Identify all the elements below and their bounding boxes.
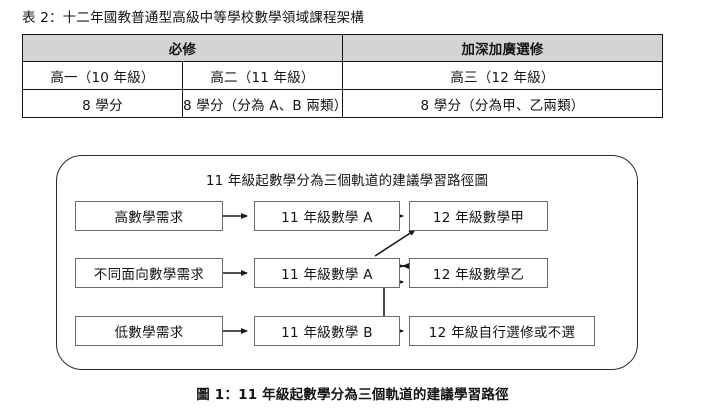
table-header-row: 必修 加深加廣選修 bbox=[22, 34, 663, 62]
table-row: 高一（10 年級） 高二（11 年級） 高三（12 年級） bbox=[22, 61, 663, 90]
table-cell-grade11: 高二（11 年級） bbox=[182, 61, 343, 90]
table-cell-credits-grade10: 8 學分 bbox=[22, 89, 183, 118]
table-header-elective: 加深加廣選修 bbox=[342, 34, 663, 62]
table-header-required: 必修 bbox=[22, 34, 343, 62]
node-grade11-math-b: 11 年級數學 B bbox=[254, 316, 400, 346]
arrow-row2-g11-to-g12-jia bbox=[374, 229, 416, 257]
node-grade12-math-jia: 12 年級數學甲 bbox=[409, 201, 548, 231]
node-grade12-optional: 12 年級自行選修或不選 bbox=[409, 316, 595, 346]
node-grade11-math-a-diverse: 11 年級數學 A bbox=[254, 258, 400, 288]
table-cell-credits-grade11: 8 學分（分為 A、B 兩類） bbox=[182, 89, 347, 118]
table-caption: 表 2：十二年國教普通型高級中等學校數學領域課程架構 bbox=[22, 10, 365, 26]
table-cell-credits-grade12: 8 學分（分為甲、乙兩類） bbox=[342, 89, 663, 118]
learning-path-diagram: 11 年級起數學分為三個軌道的建議學習路徑圖 高數學需求 11 年級數學 A 1… bbox=[56, 155, 638, 370]
table-cell-grade12: 高三（12 年級） bbox=[342, 61, 663, 90]
table-row: 8 學分 8 學分（分為 A、B 兩類） 8 學分（分為甲、乙兩類） bbox=[22, 89, 663, 118]
node-diverse-math-need: 不同面向數學需求 bbox=[75, 258, 223, 288]
table-cell-grade10: 高一（10 年級） bbox=[22, 61, 183, 90]
course-structure-table: 必修 加深加廣選修 高一（10 年級） 高二（11 年級） 高三（12 年級） … bbox=[22, 34, 663, 118]
node-grade12-math-yi: 12 年級數學乙 bbox=[409, 258, 548, 288]
node-grade11-math-a-high: 11 年級數學 A bbox=[254, 201, 400, 231]
node-low-math-need: 低數學需求 bbox=[75, 316, 223, 346]
figure-caption: 圖 1：11 年級起數學分為三個軌道的建議學習路徑 bbox=[196, 387, 509, 403]
diagram-title: 11 年級起數學分為三個軌道的建議學習路徑圖 bbox=[205, 173, 489, 189]
node-high-math-need: 高數學需求 bbox=[75, 201, 223, 231]
